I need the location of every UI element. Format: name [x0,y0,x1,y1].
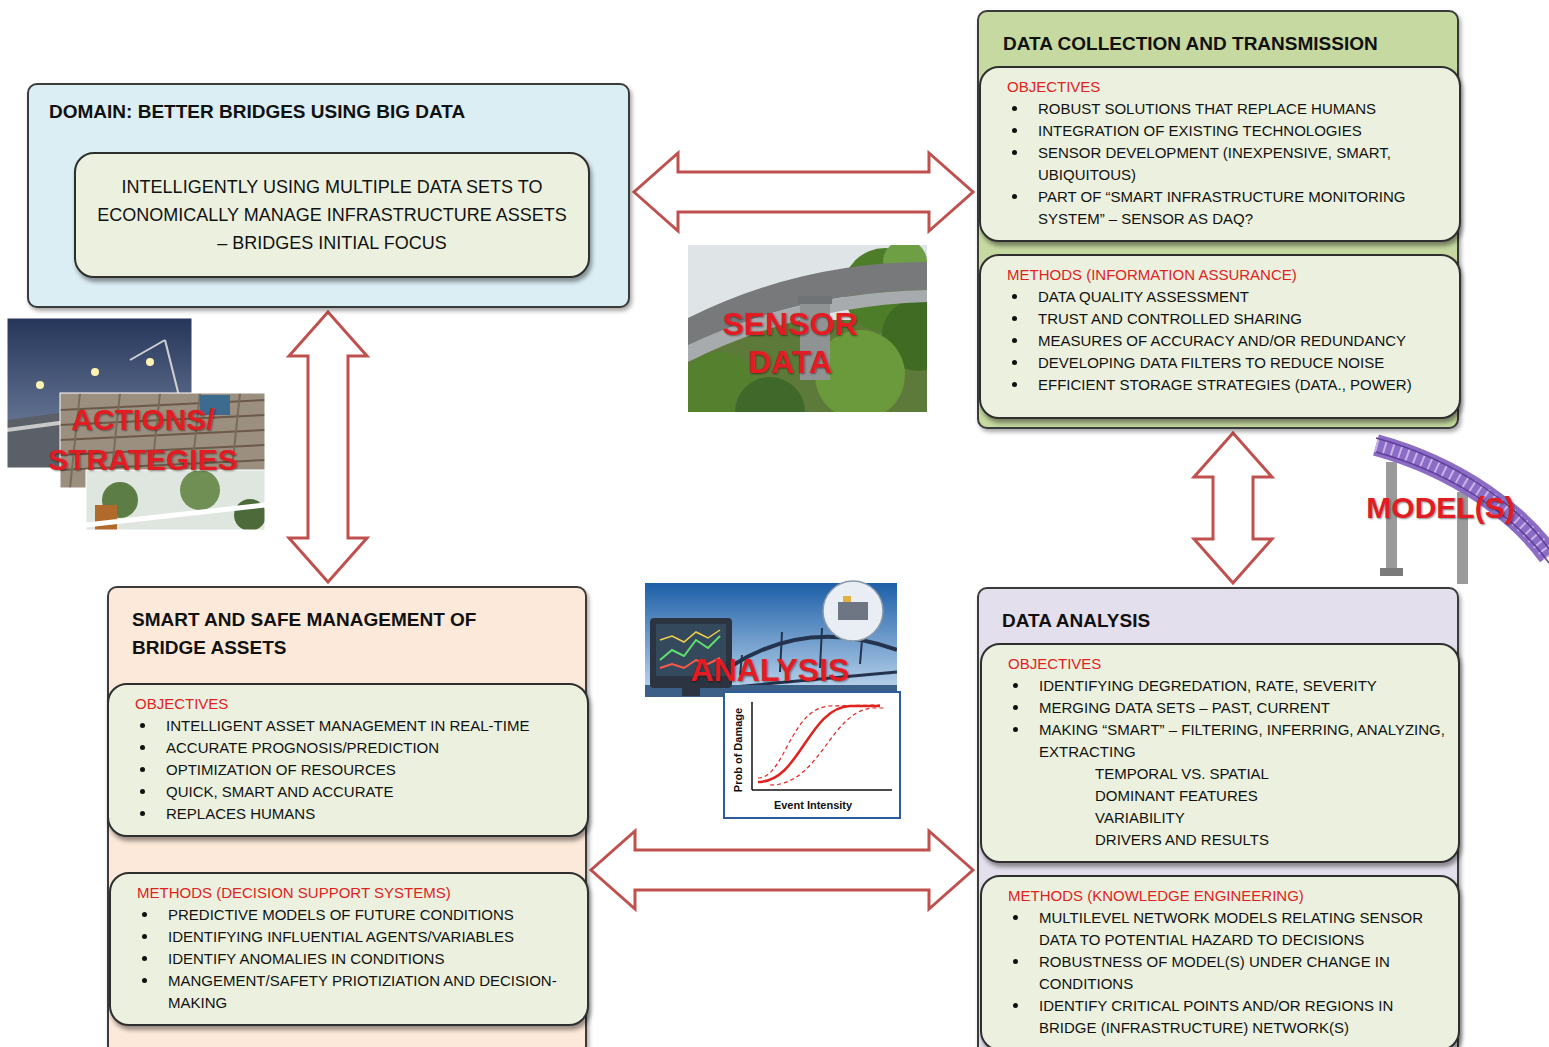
sub-item: VARIABILITY [1095,807,1446,829]
section-heading: OBJECTIVES [135,693,575,715]
actions-photo-part-part [146,358,154,366]
analysis-picture-part [838,602,868,620]
bullet-item: PREDICTIVE MODELS OF FUTURE CONDITIONS [168,904,575,926]
rounded-box: METHODS (INFORMATION ASSURANCE)DATA QUAL… [979,254,1461,419]
section-heading: METHODS (DECISION SUPPORT SYSTEMS) [137,882,575,904]
double-arrow [289,312,367,582]
double-arrow [591,831,973,909]
bullet-item: IDENTIFY ANOMALIES IN CONDITIONS [168,948,575,970]
panel-box: DOMAIN: BETTER BRIDGES USING BIG DATA INT… [27,83,630,308]
bullet-item: EFFICIENT STORAGE STRATEGIES (DATA., POW… [1038,374,1447,396]
label-holder: MODEL(S) [1343,490,1538,526]
bullet-item: IDENTIFYING INFLUENTIAL AGENTS/VARIABLES [168,926,575,948]
panel-title: DATA COLLECTION AND TRANSMISSION [1003,30,1433,58]
sub-item: TEMPORAL VS. SPATIAL [1095,763,1446,785]
section-heading: METHODS (INFORMATION ASSURANCE) [1007,264,1447,286]
bullet-item: DATA QUALITY ASSESSMENT [1038,286,1447,308]
sensor-photo [688,245,927,412]
damage-chart-part [770,708,885,785]
actions-photo-part [86,470,265,530]
double-arrow [1194,433,1272,583]
panel-title: DOMAIN: BETTER BRIDGES USING BIG DATA [49,98,608,126]
rounded-box: METHODS (DECISION SUPPORT SYSTEMS)PREDIC… [109,872,589,1026]
rounded-box: OBJECTIVESIDENTIFYING DEGREDATION, RATE,… [980,643,1460,863]
bullet-item: MEASURES OF ACCURACY AND/OR REDUNDANCY [1038,330,1447,352]
damage-chart [724,692,900,818]
section-heading: METHODS (KNOWLEDGE ENGINEERING) [1008,885,1446,907]
damage-chart-part [751,702,753,790]
axis-label: Prob of Damage [731,700,745,800]
actions-photo-part-part [91,368,99,376]
section-heading: OBJECTIVES [1007,76,1447,98]
bullet-item: ROBUST SOLUTIONS THAT REPLACE HUMANS [1038,98,1447,120]
bullet-item: QUICK, SMART AND ACCURATE [166,781,575,803]
rounded-box: OBJECTIVESINTELLIGENT ASSET MANAGEMENT I… [107,683,589,837]
image-label: SENSOR DATA [695,305,885,381]
damage-chart-part [724,692,900,818]
analysis-picture [645,581,897,697]
label-holder: Prob of Damage [731,700,745,800]
bullet-item: IDENTIFYING DEGREDATION, RATE, SEVERITY [1039,675,1446,697]
bullet-item: TRUST AND CONTROLLED SHARING [1038,308,1447,330]
bridge-model-part [1380,568,1403,576]
box-text: INTELLIGENTLY USING MULTIPLE DATA SETS T… [92,173,572,257]
bullet-item: ACCURATE PROGNOSIS/PREDICTION [166,737,575,759]
rounded-box: METHODS (KNOWLEDGE ENGINEERING)MULTILEVE… [980,875,1460,1047]
bullet-item: REPLACES HUMANS [166,803,575,825]
analysis-picture-part [843,596,851,602]
actions-photo [7,318,266,531]
bullet-item: OPTIMIZATION OF RESOURCES [166,759,575,781]
bullet-item: INTELLIGENT ASSET MANAGEMENT IN REAL-TIM… [166,715,575,737]
panel-box: DATA ANALYSIS OBJECTIVESIDENTIFYING DEGRE… [977,587,1459,1047]
actions-photo-part-part [95,505,117,530]
image-label: ACTIONS/ STRATEGIES [20,400,266,480]
rounded-box: OBJECTIVESROBUST SOLUTIONS THAT REPLACE … [979,66,1461,242]
bullet-item: ROBUSTNESS OF MODEL(S) UNDER CHANGE IN C… [1039,951,1446,995]
bullet-item: MAKING “SMART” – FILTERING, INFERRING, A… [1039,719,1446,763]
bullet-item: MULTILEVEL NETWORK MODELS RELATING SENSO… [1039,907,1446,951]
panel-box: SMART AND SAFE MANAGEMENT OF BRIDGE ASSE… [107,586,587,1047]
actions-photo-part-part [36,381,44,389]
analysis-picture-part [682,688,700,696]
axis-label: Event Intensity [763,798,863,812]
bullet-item: MANGEMENT/SAFETY PRIOTIZIATION AND DECIS… [168,970,575,1014]
double-arrow [634,153,973,231]
panel-box: DATA COLLECTION AND TRANSMISSION OBJECTIV… [977,10,1459,429]
label-holder: ANALYSIS [670,652,870,688]
bullet-item: DEVELOPING DATA FILTERS TO REDUCE NOISE [1038,352,1447,374]
image-label: MODEL(S) [1343,490,1538,526]
sub-item: DOMINANT FEATURES [1095,785,1446,807]
bullet-item: SENSOR DEVELOPMENT (INEXPENSIVE, SMART, … [1038,142,1447,186]
bullet-item: IDENTIFY CRITICAL POINTS AND/OR REGIONS … [1039,995,1446,1039]
bullet-item: PART OF “SMART INFRASTRUCTURE MONITORING… [1038,186,1447,230]
actions-photo-part-part [86,505,265,525]
panel-title: SMART AND SAFE MANAGEMENT OF BRIDGE ASSE… [132,606,522,662]
analysis-picture-part [660,630,720,642]
sensor-photo-part [798,296,832,304]
analysis-picture-part [823,581,883,641]
sub-item: DRIVERS AND RESULTS [1095,829,1446,851]
label-holder: Event Intensity [763,798,863,812]
bullet-item: INTEGRATION OF EXISTING TECHNOLOGIES [1038,120,1447,142]
sensor-photo-part [735,377,805,412]
actions-photo-part-part [86,470,265,530]
damage-chart-part [758,705,880,778]
actions-photo-part-part [130,340,165,360]
damage-chart-part [758,706,880,782]
panel-title: DATA ANALYSIS [1002,607,1434,635]
label-holder: SENSOR DATA [695,305,885,381]
section-heading: OBJECTIVES [1008,653,1446,675]
rounded-box: INTELLIGENTLY USING MULTIPLE DATA SETS T… [74,152,590,278]
actions-photo-part-part [165,340,180,400]
actions-photo-part [86,470,265,530]
bullet-item: MERGING DATA SETS – PAST, CURRENT [1039,697,1446,719]
image-label: ANALYSIS [670,652,870,688]
label-holder: ACTIONS/ STRATEGIES [20,400,266,480]
damage-chart-part [752,789,892,791]
